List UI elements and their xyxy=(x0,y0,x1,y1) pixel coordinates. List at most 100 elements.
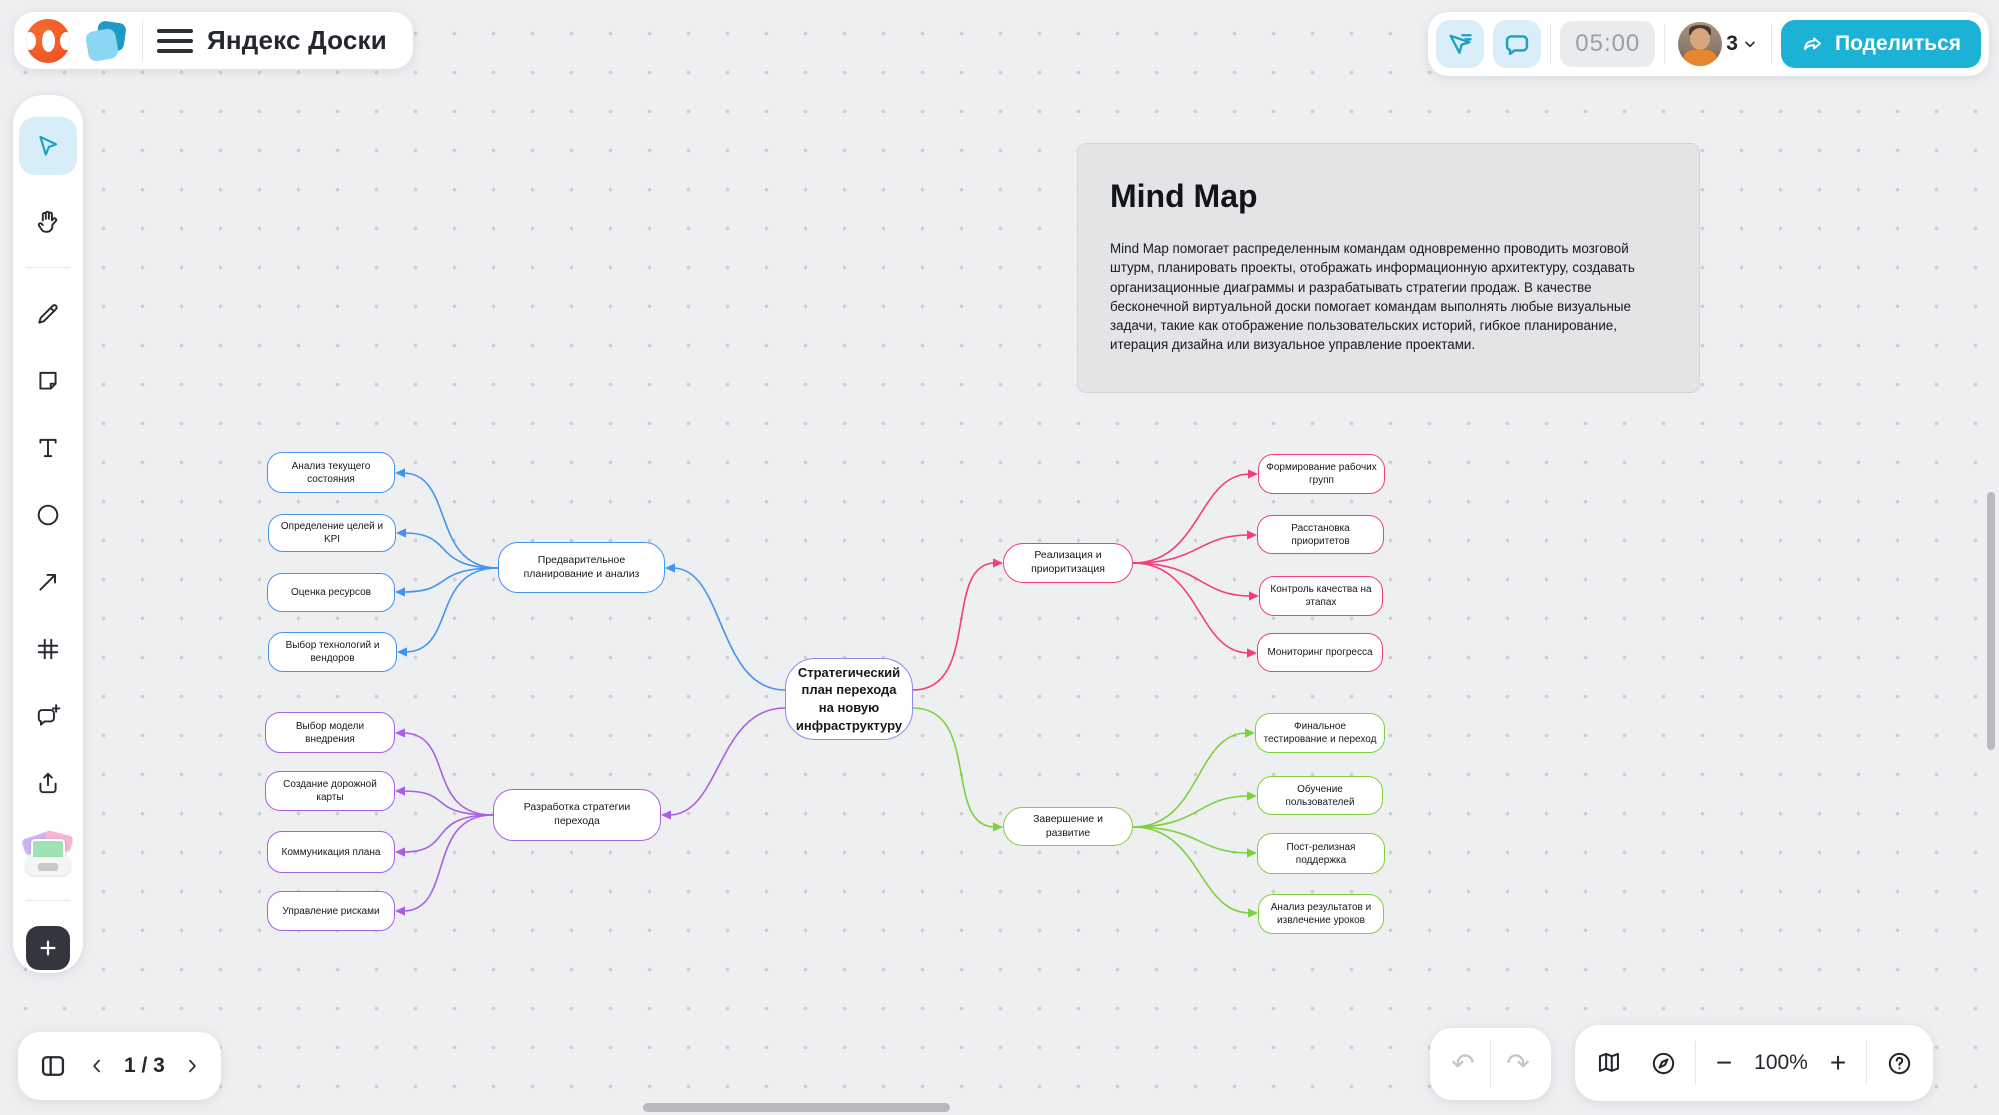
tool-sticky-note[interactable] xyxy=(26,360,70,402)
mindmap-node-strategy[interactable]: Разработка стратегии перехода xyxy=(493,789,661,841)
collaboration-bar: 05:00 3 Поделиться xyxy=(1428,12,1989,76)
mindmap-node-final[interactable]: Завершение и развитие xyxy=(1003,807,1133,846)
mindmap-arrowhead xyxy=(395,906,405,916)
mindmap-node-k2[interactable]: Расстановка приоритетов xyxy=(1257,515,1384,554)
mindmap-edge xyxy=(404,567,499,653)
tracker-logo-icon[interactable] xyxy=(26,18,70,63)
divider xyxy=(142,20,143,61)
tool-shape[interactable] xyxy=(26,494,70,536)
tools-sidebar xyxy=(13,95,83,973)
divider xyxy=(1695,1041,1696,1085)
mindmap-node-b4[interactable]: Выбор технологий и вендоров xyxy=(268,632,397,672)
prev-frame-button[interactable] xyxy=(86,1045,108,1087)
help-button[interactable] xyxy=(1877,1042,1921,1084)
mindmap-edge xyxy=(1132,826,1250,854)
mindmap-node-k4[interactable]: Мониторинг прогресса xyxy=(1257,633,1383,672)
frame-icon xyxy=(37,638,59,660)
frame-counter: 1 / 3 xyxy=(124,1054,165,1077)
vertical-scrollbar[interactable] xyxy=(1987,492,1995,750)
map-icon xyxy=(1598,1052,1619,1072)
collaborators-menu[interactable]: 3 xyxy=(1674,22,1762,66)
mindmap-node-p1[interactable]: Выбор модели внедрения xyxy=(265,712,395,753)
mindmap-edge xyxy=(1132,473,1251,564)
mindmap-edge xyxy=(402,814,494,853)
mindmap-edge xyxy=(1132,795,1250,828)
export-icon xyxy=(39,772,57,794)
mindmap-arrowhead xyxy=(1247,848,1257,858)
hand-icon xyxy=(37,210,58,233)
tool-frame[interactable] xyxy=(26,628,70,670)
mindmap-edge xyxy=(402,567,499,593)
mindmap-arrowhead xyxy=(395,468,405,478)
zoom-in-button[interactable]: + xyxy=(1820,1042,1856,1084)
page-title: Яндекс Доски xyxy=(207,25,387,55)
mindmap-edge xyxy=(402,814,494,912)
next-frame-button[interactable] xyxy=(181,1045,203,1087)
chat-button[interactable] xyxy=(1493,20,1542,68)
tool-select[interactable] xyxy=(19,117,77,175)
minus-icon: − xyxy=(1715,1047,1733,1078)
zoom-level[interactable]: 100% xyxy=(1754,1051,1808,1074)
share-button[interactable]: Поделиться xyxy=(1780,20,1981,68)
mindmap-arrowhead xyxy=(1247,530,1257,540)
session-timer[interactable]: 05:00 xyxy=(1560,21,1656,67)
zoom-out-button[interactable]: − xyxy=(1706,1042,1742,1084)
templates-button[interactable] xyxy=(21,829,74,875)
plus-icon: + xyxy=(1829,1047,1847,1078)
mindmap-arrowhead xyxy=(1248,469,1258,479)
mindmap-node-p3[interactable]: Коммуникация плана xyxy=(267,831,395,873)
tool-export[interactable] xyxy=(26,762,70,804)
mindmap-arrowhead xyxy=(1249,591,1259,601)
boards-logo-icon[interactable] xyxy=(84,19,128,63)
divider xyxy=(1490,1040,1491,1088)
mindmap-node-g4[interactable]: Анализ результатов и извлечение уроков xyxy=(1258,894,1384,934)
mindmap-arrowhead xyxy=(1248,908,1258,918)
mindmap-edge xyxy=(403,532,499,569)
mindmap-node-b3[interactable]: Оценка ресурсов xyxy=(267,573,395,612)
mindmap-node-real[interactable]: Реализация и приоритизация xyxy=(1003,543,1133,583)
minimap-button[interactable] xyxy=(1587,1042,1631,1084)
mindmap-node-center[interactable]: Стратегический план перехода на новую ин… xyxy=(785,658,913,740)
mindmap-node-k3[interactable]: Контроль качества на этапах xyxy=(1259,576,1383,616)
mindmap-arrowhead xyxy=(1247,791,1257,801)
tool-pencil[interactable] xyxy=(26,293,70,335)
menu-button[interactable] xyxy=(157,28,193,53)
mindmap-edge xyxy=(1132,732,1248,828)
arrow-icon xyxy=(39,573,57,591)
mindmap-node-g3[interactable]: Пост-релизная поддержка xyxy=(1257,833,1385,874)
mindmap-node-g2[interactable]: Обучение пользователей xyxy=(1257,776,1383,815)
mindmap-node-p4[interactable]: Управление рисками xyxy=(267,891,395,931)
horizontal-scrollbar[interactable] xyxy=(643,1103,950,1112)
info-panel-title: Mind Map xyxy=(1110,178,1258,214)
mindmap-arrowhead xyxy=(993,822,1003,832)
mindmap-edge xyxy=(402,732,494,816)
mindmap-arrowhead xyxy=(1245,728,1255,738)
tool-hand[interactable] xyxy=(26,200,70,242)
undo-button[interactable]: ↶ xyxy=(1436,1040,1490,1088)
mindmap-node-b1[interactable]: Анализ текущего состояния xyxy=(267,452,395,493)
frames-panel-button[interactable] xyxy=(36,1045,70,1087)
frames-pager: 1 / 3 xyxy=(18,1032,221,1100)
mindmap-edge xyxy=(668,707,786,816)
mindmap-node-k1[interactable]: Формирование рабочих групп xyxy=(1258,454,1385,494)
chevron-right-icon xyxy=(188,1059,196,1073)
mindmap-node-b2[interactable]: Определение целей и KPI xyxy=(268,514,396,552)
mindmap-node-plan[interactable]: Предварительное планирование и анализ xyxy=(498,542,665,593)
chevron-left-icon xyxy=(93,1059,100,1073)
divider xyxy=(1550,24,1552,64)
tool-text[interactable] xyxy=(26,427,70,469)
mindmap-edge xyxy=(402,790,494,816)
redo-button[interactable]: ↷ xyxy=(1491,1040,1545,1088)
tool-comment[interactable] xyxy=(26,695,70,737)
overview-button[interactable] xyxy=(1641,1042,1685,1084)
mindmap-arrowhead xyxy=(993,558,1003,568)
tool-connector[interactable] xyxy=(26,561,70,603)
divider xyxy=(26,267,70,268)
follow-cursor-button[interactable] xyxy=(1436,20,1485,68)
mindmap-node-p2[interactable]: Создание дорожной карты xyxy=(265,771,395,811)
add-button[interactable] xyxy=(26,926,70,970)
mindmap-node-g1[interactable]: Финальное тестирование и переход xyxy=(1255,713,1385,753)
view-controls-bar: − 100% + xyxy=(1575,1025,1933,1101)
mindmap-edge xyxy=(1132,562,1250,654)
